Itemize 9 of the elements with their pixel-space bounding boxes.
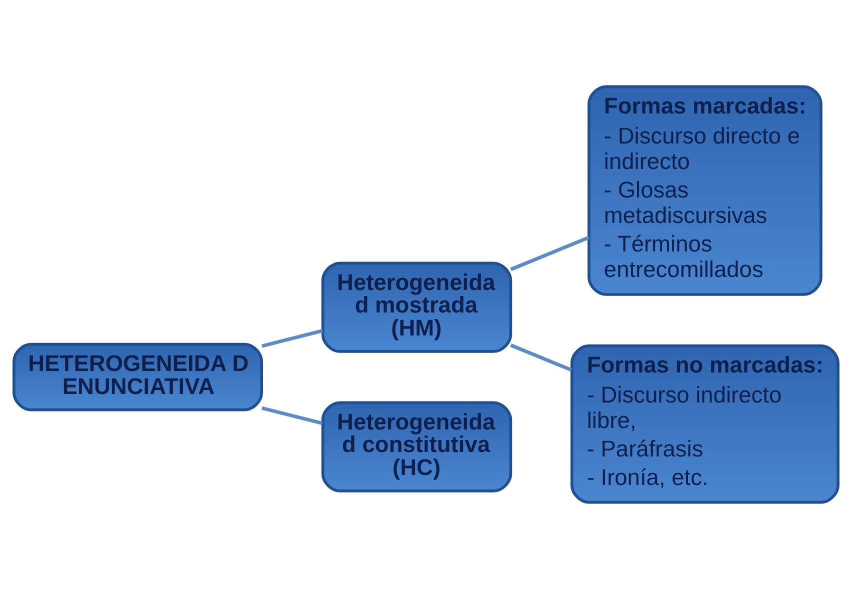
- connector: [510, 236, 590, 272]
- connector: [510, 344, 572, 372]
- node-box: Formas no marcadas: - Discurso indirecto libre, - Paráfrasis - Ironía, etc.: [570, 344, 840, 504]
- node-box: HETEROGENEIDA D ENUNCIATIVA: [12, 342, 264, 412]
- node-box: Heterogeneida d constitutiva (HC): [321, 401, 512, 492]
- node-box: Formas marcadas: - Discurso directo e indirecto - Glosas metadiscursivas - Términos entrecomillados: [588, 85, 822, 296]
- connector: [261, 406, 323, 426]
- node-box: Heterogeneida d mostrada (HM): [321, 262, 512, 353]
- connector: [261, 329, 323, 348]
